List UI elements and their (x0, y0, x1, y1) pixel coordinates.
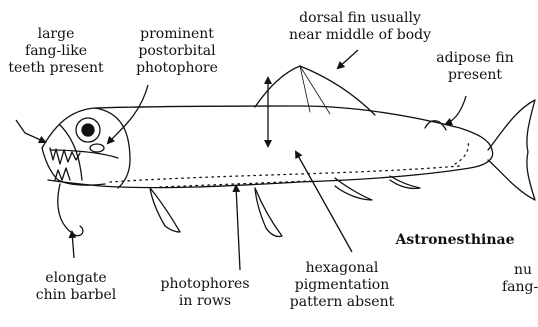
postorbital-photophore (90, 144, 104, 152)
arrow-pigmentation (296, 152, 352, 252)
pelvic-fin (255, 188, 282, 237)
label-subject: Astronesthinae (390, 232, 520, 249)
photophore-rows (110, 140, 468, 187)
caudal-fin (488, 100, 535, 200)
anal-fin-rear (390, 176, 420, 189)
arrow-barbel (72, 232, 74, 258)
label-large-teeth: large fang-like teeth present (4, 26, 108, 77)
arrow-dorsal (338, 50, 358, 68)
head-outline (95, 108, 130, 188)
pectoral-fin (150, 188, 180, 232)
arrow-teeth (16, 120, 45, 142)
label-cut-off-right: nu fang- (502, 262, 538, 296)
chin-barbel (58, 184, 83, 236)
label-photophores-rows: photophores in rows (150, 276, 260, 310)
label-chin-barbel: elongate chin barbel (24, 270, 128, 304)
arrow-photophores-rows (236, 186, 240, 270)
label-postorbital-photophore: prominent postorbital photophore (124, 26, 230, 77)
label-pigmentation: hexagonal pigmentation pattern absent (282, 260, 402, 311)
anal-fin (335, 178, 372, 200)
arrow-adipose (446, 96, 466, 124)
label-dorsal-fin: dorsal fin usually near middle of body (280, 10, 440, 44)
arrow-photophore (108, 85, 148, 143)
label-adipose-fin: adipose fin present (430, 50, 520, 84)
